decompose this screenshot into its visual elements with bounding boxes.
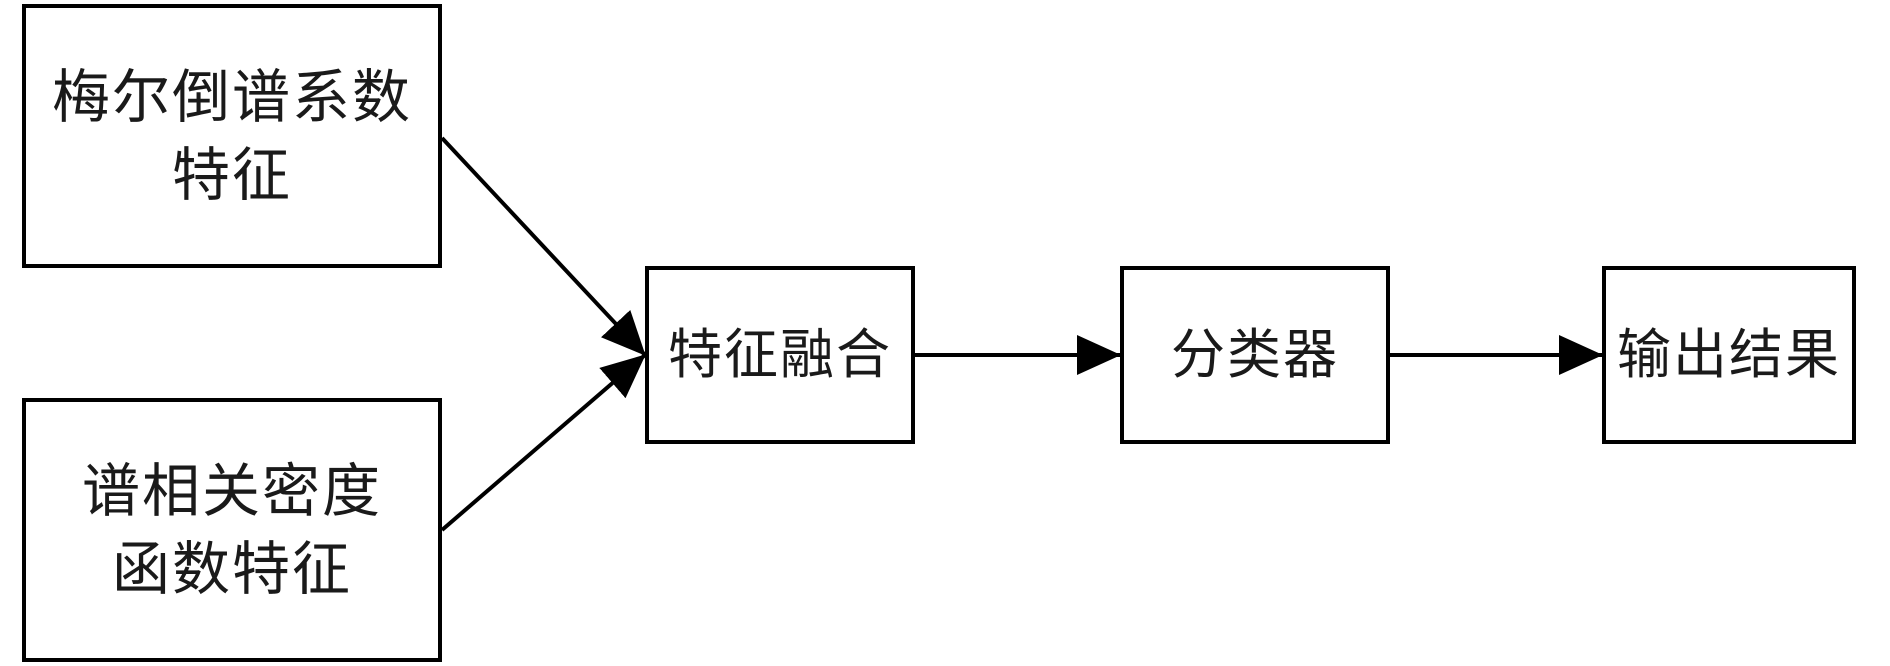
node-scd-line1: 谱相关密度 bbox=[81, 457, 382, 525]
node-mfcc-line2: 特征 bbox=[171, 141, 292, 209]
edge-scd-to-fusion bbox=[440, 353, 647, 532]
edge-mfcc-to-fusion bbox=[440, 136, 647, 357]
node-mfcc-text: 梅尔倒谱系数 特征 bbox=[52, 58, 412, 214]
node-classifier: 分类器 bbox=[1120, 266, 1390, 444]
node-scd-feature: 谱相关密度 函数特征 bbox=[22, 398, 442, 662]
node-classifier-label: 分类器 bbox=[1171, 323, 1339, 386]
node-output-result: 输出结果 bbox=[1602, 266, 1856, 444]
node-scd-line2: 函数特征 bbox=[111, 535, 352, 603]
node-fusion-label: 特征融合 bbox=[668, 323, 892, 386]
node-mfcc-line1: 梅尔倒谱系数 bbox=[51, 63, 412, 131]
node-mfcc-feature: 梅尔倒谱系数 特征 bbox=[22, 4, 442, 268]
node-output-label: 输出结果 bbox=[1617, 323, 1841, 386]
node-feature-fusion: 特征融合 bbox=[645, 266, 915, 444]
node-scd-text: 谱相关密度 函数特征 bbox=[82, 452, 382, 608]
